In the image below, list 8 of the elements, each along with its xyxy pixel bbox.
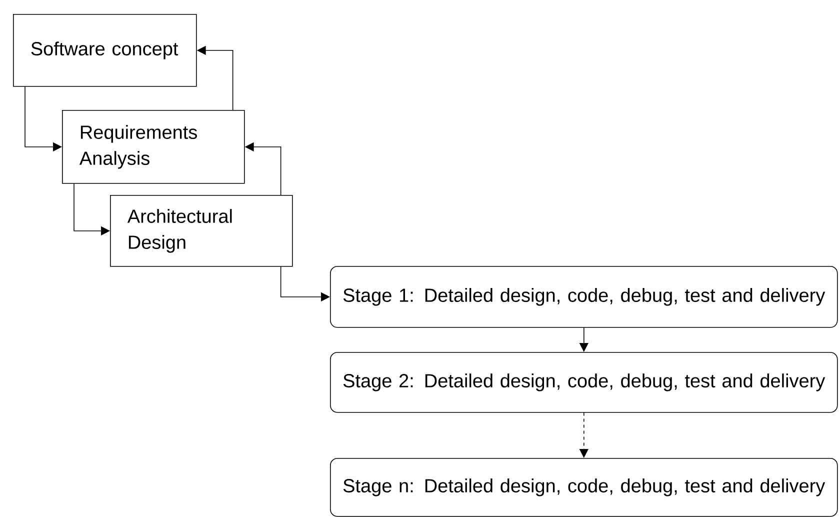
- stage-box: Stage 2: Detailed design, code, debug, test and delivery: [330, 352, 838, 413]
- arrow: [74, 183, 110, 236]
- process-box: Requirements Analysis: [62, 110, 245, 184]
- process-box: Architectural Design: [110, 195, 293, 267]
- process-box: Software concept: [13, 14, 197, 87]
- stage-box: Stage 1: Detailed design, code, debug, test and delivery: [330, 266, 838, 328]
- stage-box: Stage n: Detailed design, code, debug, test and delivery: [330, 458, 838, 517]
- arrow: [24, 86, 62, 152]
